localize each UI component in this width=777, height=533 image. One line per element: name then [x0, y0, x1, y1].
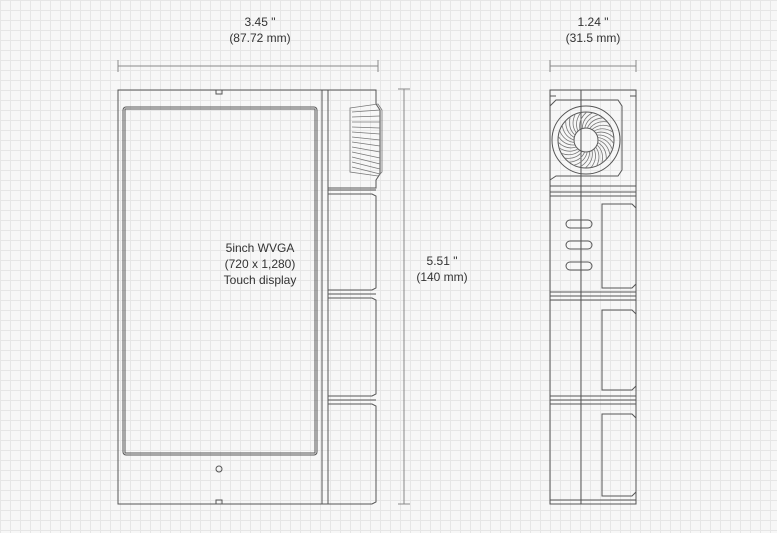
wheel-fin — [573, 151, 588, 166]
width-inches: 3.45 " — [244, 15, 276, 29]
wheel-fin — [595, 146, 600, 167]
screen-spec-label: 5inch WVGA (720 x 1,280) Touch display — [200, 240, 320, 288]
wheel-fin — [576, 112, 582, 132]
wheel-fin — [572, 113, 577, 134]
wheel-fin — [584, 150, 593, 169]
width-mm: (87.72 mm) — [229, 31, 291, 45]
height-inches: 5.51 " — [426, 254, 458, 268]
side-button-2 — [565, 240, 593, 250]
volume-wheel-icon — [551, 105, 621, 175]
volume-knob-front — [349, 103, 383, 177]
wheel-fin — [597, 142, 607, 160]
side-view-device — [549, 89, 637, 505]
side-button-3 — [565, 261, 593, 271]
height-dimension-label: 5.51 " (140 mm) — [400, 253, 484, 285]
wheel-fin — [597, 139, 611, 155]
depth-dimension-label: 1.24 " (31.5 mm) — [543, 14, 643, 46]
wheel-fin — [597, 137, 613, 150]
wheel-fin — [581, 112, 593, 129]
wheel-fin — [561, 150, 581, 156]
wheel-fin — [590, 148, 596, 168]
wheel-fin — [579, 111, 588, 130]
wheel-fin — [569, 116, 576, 136]
wheel-fin — [559, 130, 575, 143]
wheel-fin — [595, 131, 615, 139]
screen-resolution: (720 x 1,280) — [224, 257, 296, 271]
side-button-1 — [565, 219, 593, 229]
wheel-fin — [579, 151, 591, 168]
touch-display — [124, 108, 316, 454]
wheel-fin — [596, 144, 603, 164]
wheel-fin — [586, 117, 604, 129]
wheel-fin — [593, 128, 614, 133]
width-dimension-line — [117, 60, 379, 72]
wheel-fin — [565, 120, 575, 138]
wheel-fin — [591, 124, 611, 130]
wheel-fin — [558, 147, 579, 152]
wheel-fin — [568, 151, 586, 163]
width-dimension-label: 3.45 " (87.72 mm) — [210, 14, 310, 46]
screen-type: Touch display — [223, 273, 297, 287]
depth-mm: (31.5 mm) — [565, 31, 621, 45]
height-mm: (140 mm) — [416, 270, 468, 284]
home-button-icon — [215, 465, 223, 473]
wheel-fin — [557, 141, 577, 149]
wheel-fin — [561, 125, 575, 141]
wheel-fin — [584, 114, 599, 129]
depth-dimension-line — [549, 60, 637, 72]
wheel-fin — [557, 136, 576, 146]
height-dimension-line — [398, 88, 410, 505]
wheel-fin — [589, 121, 608, 129]
wheel-fin — [564, 151, 583, 159]
front-view-device — [117, 89, 383, 505]
depth-inches: 1.24 " — [577, 15, 609, 29]
screen-size: 5inch WVGA — [225, 241, 295, 255]
wheel-fin — [596, 134, 615, 144]
